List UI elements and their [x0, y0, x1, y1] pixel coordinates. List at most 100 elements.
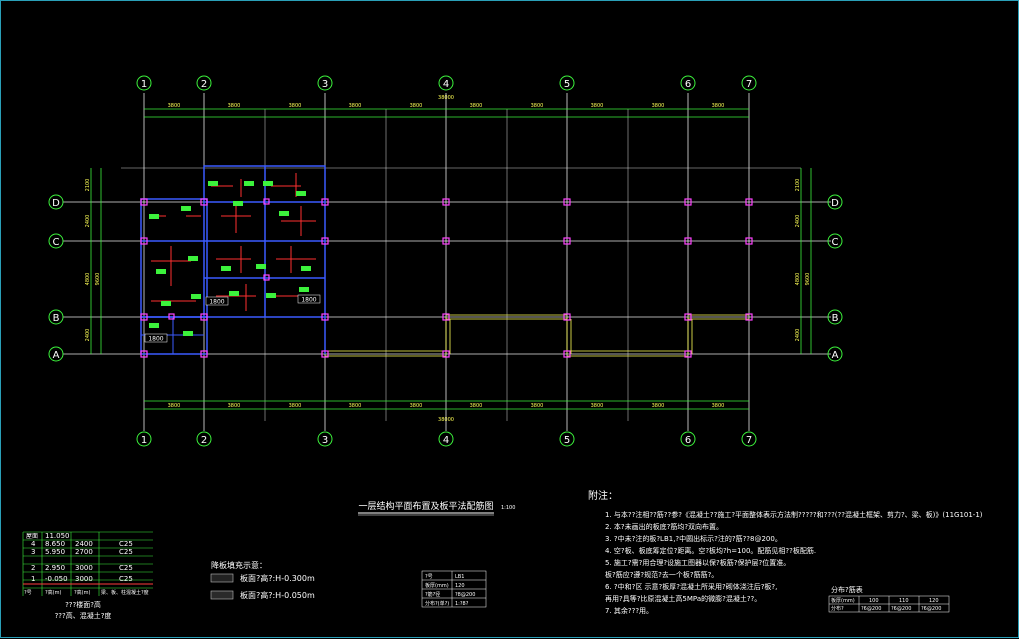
- axis-label-B-right: B: [832, 313, 839, 324]
- svg-text:2100: 2100: [85, 179, 91, 192]
- note-line-5: 5. 施工?需?用合理?设施工图器以保?板筋?保护层?位置准。: [605, 558, 790, 567]
- svg-text:C25: C25: [119, 575, 133, 583]
- svg-text:?号: ?号: [425, 574, 433, 580]
- columns: [140, 198, 753, 358]
- svg-text:3800: 3800: [228, 403, 241, 409]
- svg-text:3800: 3800: [168, 403, 181, 409]
- svg-text:2400: 2400: [85, 329, 91, 342]
- dim-text-bottom: 3800 3800 3800 3800 3800 3800 3800 3800 …: [168, 403, 725, 423]
- svg-text:3800: 3800: [168, 103, 181, 109]
- legend-item-2: 板面?高?:H-0.050m: [240, 590, 315, 600]
- room-tag-1800-b: 1800: [301, 297, 316, 304]
- svg-text:3000: 3000: [75, 575, 93, 583]
- svg-text:2700: 2700: [75, 548, 93, 556]
- axis-label-3-top: 3: [322, 79, 328, 90]
- svg-text:3: 3: [31, 548, 35, 556]
- svg-text:8.650: 8.650: [45, 540, 65, 548]
- dim-text-left: 2100 2400 4800 2400 9600: [85, 179, 101, 342]
- svg-text:100: 100: [869, 598, 879, 604]
- axis-label-7-bottom: 7: [746, 435, 752, 446]
- axis-label-6-top: 6: [685, 79, 691, 90]
- svg-text:5.950: 5.950: [45, 548, 65, 556]
- svg-text:4800: 4800: [85, 273, 91, 286]
- general-notes: 附注： 1. 与本??注相??筋??参?《混凝土??施工?平面整体表示方法制??…: [588, 489, 983, 615]
- svg-text:C25: C25: [119, 548, 133, 556]
- svg-text:2400: 2400: [795, 329, 801, 342]
- grid-lines: [63, 93, 831, 431]
- svg-text:LB1: LB1: [455, 574, 464, 580]
- drawing-title: 一层结构平面布置及板平法配筋图 1:100: [358, 500, 515, 516]
- svg-text:分布?: 分布?: [831, 605, 844, 612]
- dim-total-bottom: 38000: [438, 417, 454, 423]
- axis-label-1-bottom: 1: [141, 435, 147, 446]
- svg-text:3800: 3800: [228, 103, 241, 109]
- dist-table-title: 分布?筋表: [831, 585, 863, 594]
- slab-drop-legend: 降板填充示意： 板面?高?:H-0.300m 板面?高?:H-0.050m: [210, 560, 315, 600]
- svg-text:C25: C25: [119, 540, 133, 548]
- note-line-3: 3. ?中未?注的板?LB1,?中圆出标示?注的?筋??8@200。: [605, 534, 782, 543]
- axis-label-A-left: A: [53, 350, 60, 361]
- axis-label-1-top: 1: [141, 79, 147, 90]
- svg-text:?高(m): ?高(m): [45, 589, 61, 596]
- axis-bubbles-top: 1 2 3 4 5 6 7: [136, 75, 757, 91]
- distribution-rebar-table: 分布?筋表 板厚(mm) 100 110 120 分布? ?6@200 ?6@2…: [828, 585, 950, 613]
- svg-text:3800: 3800: [410, 103, 423, 109]
- svg-text:?高(m): ?高(m): [74, 589, 90, 596]
- svg-text:板厚(mm): 板厚(mm): [831, 597, 855, 604]
- svg-text:2400: 2400: [75, 540, 93, 548]
- svg-text:1: 1: [31, 575, 35, 583]
- svg-text:?6@200: ?6@200: [861, 606, 881, 612]
- axis-label-2-bottom: 2: [201, 435, 207, 446]
- axis-label-7-top: 7: [746, 79, 752, 90]
- note-line-1: 1. 与本??注相??筋??参?《混凝土??施工?平面整体表示方法制?????和…: [605, 510, 983, 519]
- dim-total-left: 9600: [95, 273, 101, 286]
- svg-text:4800: 4800: [795, 273, 801, 286]
- axis-bubbles-bottom: 1 2 3 4 5 6 7: [136, 431, 757, 447]
- axis-label-D-left: D: [52, 198, 60, 209]
- room-tag-1800-c: 1800: [148, 336, 163, 343]
- svg-text:3000: 3000: [75, 564, 93, 572]
- svg-text:3800: 3800: [712, 103, 725, 109]
- svg-text:120: 120: [455, 583, 465, 589]
- note-line-2: 2. 本?未画出的板底?筋均?双向布置。: [605, 522, 723, 531]
- svg-text:2: 2: [31, 564, 35, 572]
- axis-label-2-top: 2: [201, 79, 207, 90]
- title-scale: 1:100: [501, 505, 515, 511]
- svg-text:?筋?径: ?筋?径: [425, 591, 440, 598]
- axis-label-5-bottom: 5: [564, 435, 570, 446]
- svg-text:?6@200: ?6@200: [921, 606, 941, 612]
- legend-title: 降板填充示意：: [211, 560, 267, 570]
- svg-text:3800: 3800: [652, 103, 665, 109]
- svg-text:梁、板、柱混凝土?度: 梁、板、柱混凝土?度: [101, 589, 149, 596]
- axis-label-A-right: A: [832, 350, 839, 361]
- title-main: 一层结构平面布置及板平法配筋图: [358, 500, 493, 512]
- notes-heading: 附注：: [588, 489, 618, 502]
- svg-text:分布?(单?): 分布?(单?): [425, 600, 449, 607]
- beams-right: [325, 314, 749, 357]
- svg-text:屋面: 屋面: [26, 533, 38, 540]
- svg-text:3800: 3800: [591, 103, 604, 109]
- axis-label-4-top: 4: [443, 79, 449, 90]
- axis-label-3-bottom: 3: [322, 435, 328, 446]
- axis-label-C-right: C: [832, 237, 839, 248]
- dim-total-top: 38000: [438, 95, 454, 101]
- note-line-6: 板?筋应?遵?规范?去一个板?筋筋?。: [605, 570, 718, 579]
- legend-item-1: 板面?高?:H-0.300m: [240, 573, 315, 583]
- floor-caption-2: ???高、混凝土?度: [55, 611, 112, 620]
- svg-text:2.950: 2.950: [45, 564, 65, 572]
- axis-label-4-bottom: 4: [443, 435, 449, 446]
- svg-text:3800: 3800: [289, 103, 302, 109]
- dim-text-top: 3800 3800 3800 3800 3800 3800 3800 3800 …: [168, 95, 725, 109]
- axis-bubbles-right: D C B A: [827, 194, 843, 362]
- svg-text:?6@200: ?6@200: [891, 606, 911, 612]
- svg-text:3800: 3800: [531, 103, 544, 109]
- svg-text:4: 4: [31, 540, 36, 548]
- svg-text:3800: 3800: [652, 403, 665, 409]
- slab-detail-area: 1800 1800 1800: [140, 165, 326, 355]
- svg-text:3800: 3800: [531, 403, 544, 409]
- axis-label-B-left: B: [53, 313, 60, 324]
- svg-text:2400: 2400: [795, 215, 801, 228]
- dim-text-right: 2100 2400 4800 2400 9600: [795, 179, 811, 342]
